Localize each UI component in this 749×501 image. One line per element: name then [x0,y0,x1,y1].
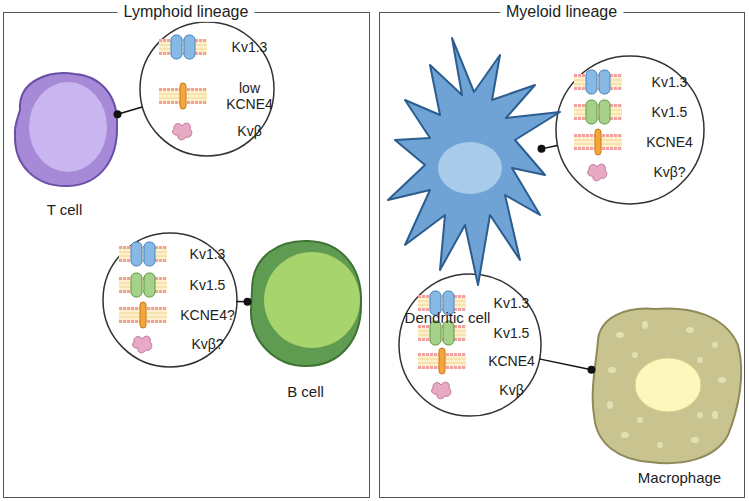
channel-label: Kv1.3 [178,245,238,261]
channel-label: KCNE4 [482,352,542,368]
callout-circle: Kv1.3Kv1.5KCNE4? Kvβ? [102,232,238,368]
cell-label: Macrophage [638,469,721,486]
channel-label: KCNE4? [178,306,238,322]
cell: T cell [12,72,118,188]
panel-heading: Myeloid lineage [500,3,623,21]
b-cell-shape [251,241,361,366]
callout-circle: Kv1.3low KCNE4Kvβ [139,21,275,157]
callout-outline [556,56,704,204]
channel-label: Kv1.5 [482,324,542,340]
lineage-panel: Myeloid lineageDendritic cellKv1.3Kv1.5K… [379,12,745,498]
callout-outline [103,233,237,367]
macrophage-shape [593,308,742,463]
lineage-panel: Lymphoid lineageT cellKv1.3low KCNE4KvβK… [3,12,370,498]
channel-label: KCNE4 [640,133,700,149]
leader-dot [244,298,252,306]
channel-label: Kvβ [482,381,542,397]
channel-label: Kv1.5 [640,103,700,119]
callout-outline [399,274,541,416]
cell: Macrophage [592,308,740,463]
dendritic-cell-shape [388,38,560,285]
channel-label: Kv1.5 [178,276,238,292]
leader-dot [588,366,596,374]
leader-line [118,107,143,114]
cell-label: T cell [47,201,83,218]
channel-label: Kv1.3 [482,294,542,310]
panel-heading: Lymphoid lineage [118,3,255,21]
callout-circle: Kv1.3Kv1.5KCNE4Kvβ? [555,55,705,205]
leader-line [542,145,558,148]
leader-line [539,359,591,370]
leader-dot [538,145,546,153]
channel-label: Kvβ [220,122,280,138]
cell: Dendritic cell [400,60,542,270]
channel-label: low KCNE4 [220,79,280,111]
channel-label: Kvβ? [178,335,238,351]
cell-label: Dendritic cell [405,309,491,326]
t-cell-shape [15,73,117,186]
cell: B cell [248,240,362,368]
callout-circle: Kv1.3Kv1.5KCNE4Kvβ [398,273,542,417]
leader-line [236,301,247,303]
leader-dot [114,110,122,118]
channel-label: Kv1.3 [220,38,280,54]
channel-label: Kv1.3 [640,73,700,89]
channel-label: Kvβ? [640,163,700,179]
cell-label: B cell [287,383,324,400]
